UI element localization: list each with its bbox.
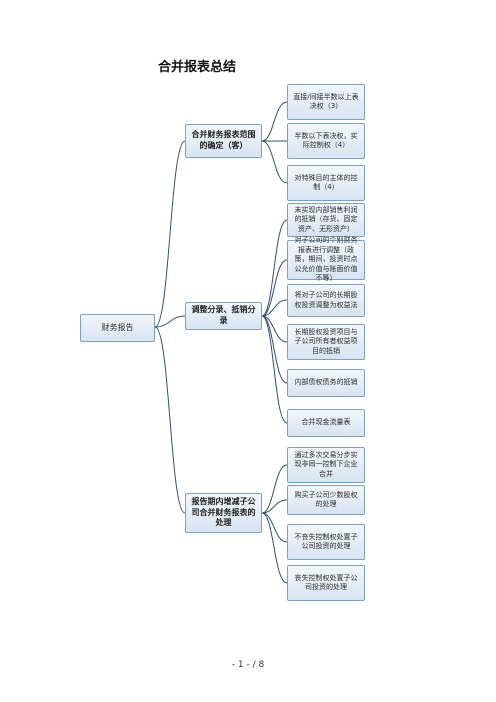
link-b3-c4 xyxy=(261,512,288,584)
link-b2-c6 xyxy=(261,315,288,424)
leaf-label: 对子公司的个别财务报表进行调整（政策，期间，投资时点公允价值与账面价值不等） xyxy=(294,236,358,283)
branch-node-subsidiary-changes: 报告期内增减子公司合并财务报表的处理 xyxy=(185,493,262,533)
leaf-node: 对特殊目的主体的控制（4） xyxy=(287,165,365,201)
leaf-node: 通过多次交易分步实现非同一控制下企业合并 xyxy=(287,447,365,483)
leaf-label: 合并现金流量表 xyxy=(301,418,351,427)
branch-label: 报告期内增减子公司合并财务报表的处理 xyxy=(191,496,256,528)
leaf-label: 购买子公司少数股权的处理 xyxy=(294,490,358,508)
link-b2-c3 xyxy=(261,299,288,317)
leaf-node: 不丧失控制权处置子公司投资的处理 xyxy=(287,524,365,560)
branch-label: 合并财务报表范围的确定（客） xyxy=(191,130,256,150)
link-b2-c2 xyxy=(261,259,288,317)
link-root-branch-3 xyxy=(154,326,186,514)
link-b1-c1 xyxy=(261,101,288,142)
root-node: 财务报告 xyxy=(80,314,155,342)
leaf-label: 长期股权投资项目与子公司所有者权益项目的抵销 xyxy=(294,327,358,355)
leaf-node: 购买子公司少数股权的处理 xyxy=(287,485,365,515)
branch-label: 调整分录、抵销分录 xyxy=(191,305,256,325)
leaf-node: 丧失控制权处置子公司投资的处理 xyxy=(287,565,365,601)
leaf-node: 将对子公司的长期股权投资调整为权益法 xyxy=(287,284,365,317)
leaf-node: 未实现内部销售利润的抵销（存货、固定资产、无形资产） xyxy=(287,203,365,237)
leaf-label: 丧失控制权处置子公司投资的处理 xyxy=(294,573,358,591)
link-root-branch-1 xyxy=(154,140,186,328)
branch-node-adjusting-entries: 调整分录、抵销分录 xyxy=(185,302,262,330)
leaf-label: 对特殊目的主体的控制（4） xyxy=(294,173,358,191)
leaf-node: 对子公司的个别财务报表进行调整（政策，期间，投资时点公允价值与账面价值不等） xyxy=(287,236,365,282)
link-b1-c3 xyxy=(261,140,288,184)
root-node-label: 财务报告 xyxy=(101,322,134,332)
link-b3-c2 xyxy=(261,499,288,514)
leaf-label: 将对子公司的长期股权投资调整为权益法 xyxy=(294,291,358,309)
page-title: 合并报表总结 xyxy=(158,60,237,75)
link-b2-c5 xyxy=(261,315,288,384)
leaf-node: 内部债权债务的抵销 xyxy=(287,369,365,397)
leaf-label: 直接/间接半数以上表决权（3） xyxy=(293,92,359,110)
leaf-label: 通过多次交易分步实现非同一控制下企业合并 xyxy=(294,450,358,478)
page-number: - 1 - / 8 xyxy=(231,660,265,670)
leaf-node: 直接/间接半数以上表决权（3） xyxy=(287,84,365,120)
leaf-node: 合并现金流量表 xyxy=(287,409,365,437)
leaf-label: 内部债权债务的抵销 xyxy=(294,378,358,387)
link-b3-c1 xyxy=(261,464,288,514)
leaf-node: 半数以下表决权，实际控制权（4） xyxy=(287,123,365,159)
link-b2-c1 xyxy=(261,219,288,317)
branch-node-scope: 合并财务报表范围的确定（客） xyxy=(185,124,262,158)
leaf-label: 未实现内部销售利润的抵销（存货、固定资产、无形资产） xyxy=(294,205,358,233)
link-b3-c3 xyxy=(261,512,288,543)
leaf-label: 半数以下表决权，实际控制权（4） xyxy=(294,131,358,149)
leaf-node: 长期股权投资项目与子公司所有者权益项目的抵销 xyxy=(287,324,365,360)
leaf-label: 不丧失控制权处置子公司投资的处理 xyxy=(294,532,358,550)
link-root-branch-2 xyxy=(154,315,186,328)
